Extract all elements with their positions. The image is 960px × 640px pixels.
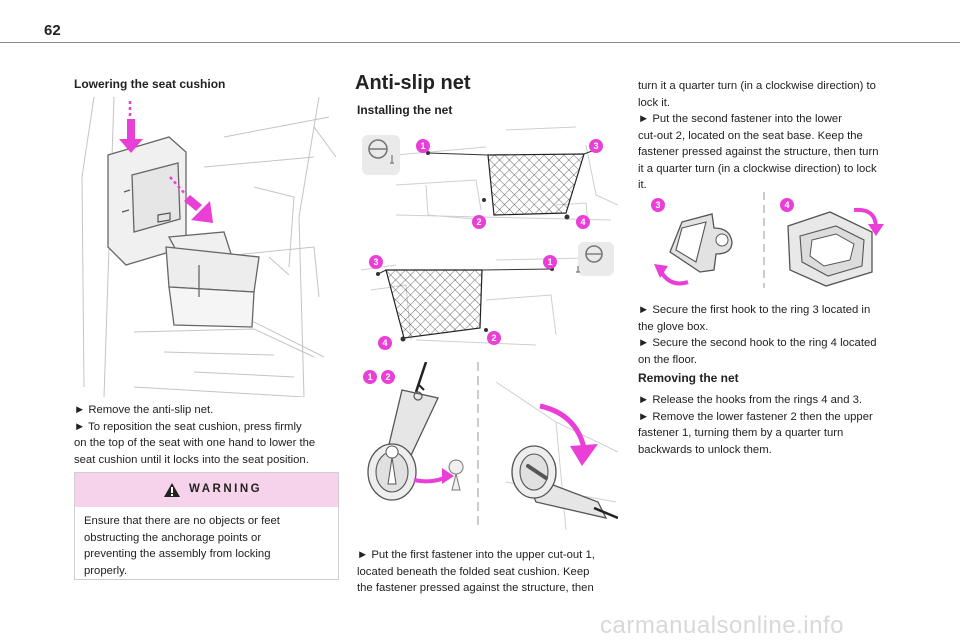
right-text-1: turn it a quarter turn (in a clockwise d… xyxy=(638,78,908,194)
seat-illustration xyxy=(74,96,337,398)
page-number: 62 xyxy=(44,22,61,39)
step-marker-4: 4 xyxy=(378,336,392,350)
text-line: ► Put the second fastener into the lower xyxy=(638,113,842,125)
text-line: ► Secure the second hook to the ring 4 l… xyxy=(638,337,877,349)
step-marker-2: 2 xyxy=(381,370,395,384)
header-rule xyxy=(0,42,960,43)
text-line: ► Remove the lower fastener 2 then the u… xyxy=(638,410,873,423)
text-line: preventing the assembly from locking xyxy=(84,548,271,560)
step-marker-2: 2 xyxy=(472,215,486,229)
text-line: ► Put the first fastener into the upper … xyxy=(357,549,595,561)
warning-icon xyxy=(164,483,180,497)
net-installed-figure-top xyxy=(356,125,619,233)
text-line: located beneath the folded seat cushion.… xyxy=(357,565,590,578)
text-line: ► Release the hooks from the rings 4 and… xyxy=(638,394,863,406)
text-line: on the floor. xyxy=(638,353,698,366)
section-title-anti-slip-net: Anti-slip net xyxy=(355,72,471,94)
ring-hooks-figure xyxy=(640,192,902,288)
text-line: it a quarter turn (in a clockwise direct… xyxy=(638,162,877,175)
warning-box: WARNING Ensure that there are no objects… xyxy=(74,472,339,580)
subheading-removing: Removing the net xyxy=(638,371,739,385)
text-line: cut-out 2, located on the seat base. Kee… xyxy=(638,129,863,142)
step-marker-3: 3 xyxy=(651,198,665,212)
fastener-figure xyxy=(356,361,619,531)
text-line: on the top of the seat with one hand to … xyxy=(74,437,316,449)
text-line: it. xyxy=(638,179,647,191)
text-line: ► Remove the anti-slip net. xyxy=(74,404,214,416)
right-text-2: ► Secure the first hook to the ring 3 lo… xyxy=(638,302,908,368)
step-marker-1: 1 xyxy=(363,370,377,384)
text-line: turn it a quarter turn (in a clockwise d… xyxy=(638,80,876,92)
watermark: carmanualsonline.info xyxy=(600,612,844,639)
text-line: the fastener pressed against the structu… xyxy=(357,582,594,594)
warning-title: WARNING xyxy=(189,483,263,495)
text-line: seat cushion until it locks into the sea… xyxy=(74,453,309,466)
step-marker-3: 3 xyxy=(369,255,383,269)
installing-text: ► Put the first fastener into the upper … xyxy=(357,547,619,597)
text-line: fastener 1, turning them by a quarter tu… xyxy=(638,427,844,439)
warning-text: Ensure that there are no objects or feet… xyxy=(84,513,334,579)
text-line: ► Secure the first hook to the ring 3 lo… xyxy=(638,304,871,316)
text-line: the glove box. xyxy=(638,320,709,333)
section-heading-lowering: Lowering the seat cushion xyxy=(74,77,226,91)
text-line: obstructing the anchorage points or xyxy=(84,531,262,544)
right-text-3: ► Release the hooks from the rings 4 and… xyxy=(638,392,908,458)
step-marker-1: 1 xyxy=(543,255,557,269)
step-marker-4: 4 xyxy=(780,198,794,212)
text-line: Ensure that there are no objects or feet xyxy=(84,515,280,527)
step-marker-1: 1 xyxy=(416,139,430,153)
step-marker-3: 3 xyxy=(589,139,603,153)
text-line: properly. xyxy=(84,564,128,577)
text-line: lock it. xyxy=(638,96,671,109)
text-line: fastener pressed against the structure, … xyxy=(638,146,879,158)
step-marker-4: 4 xyxy=(576,215,590,229)
dashed-divider xyxy=(356,233,618,245)
subheading-installing: Installing the net xyxy=(357,103,453,117)
warning-header: WARNING xyxy=(75,473,338,507)
step-marker-2: 2 xyxy=(487,331,501,345)
text-line: ► To reposition the seat cushion, press … xyxy=(74,420,302,433)
text-line: backwards to unlock them. xyxy=(638,443,772,456)
lowering-instructions: ► Remove the anti-slip net. ► To reposit… xyxy=(74,402,336,468)
